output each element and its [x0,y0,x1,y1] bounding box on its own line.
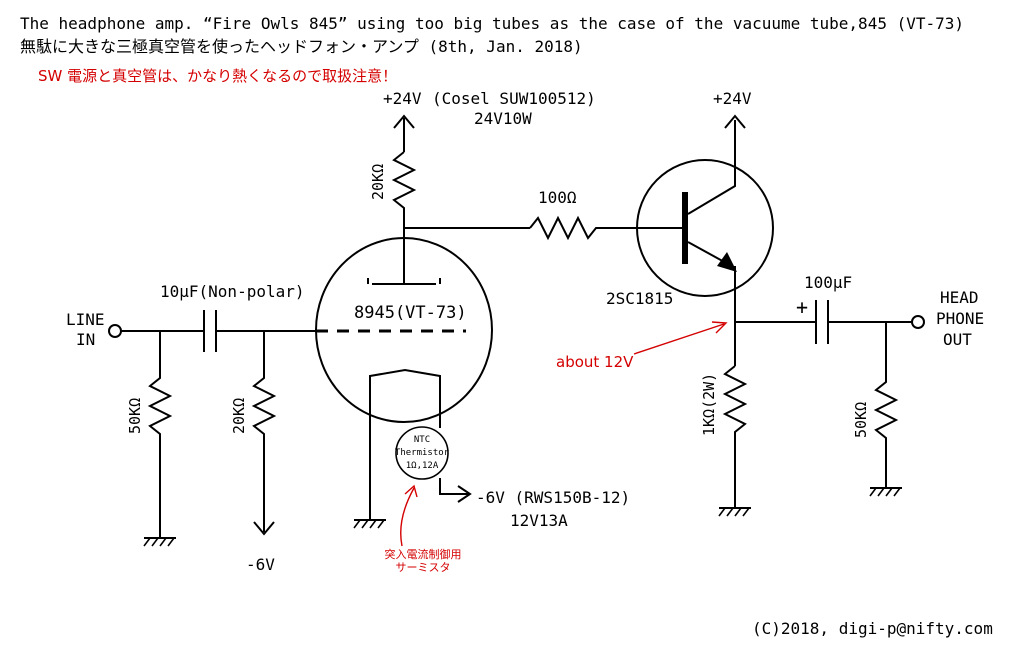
label-out-3: OUT [943,330,972,349]
inrush-arrow [400,484,418,547]
ground-filament [353,519,386,529]
label-inrush-2: サーミスタ [396,561,451,574]
label-r-emitter: 1KΩ(2W) [700,373,718,436]
resistor-in1 [147,331,173,538]
label-ntc-1: NTC [414,435,430,445]
label-out-1: HEAD [940,288,979,307]
title-ja: 無駄に大きな三極真空管を使ったヘッドフォン・アンプ (8th, Jan. 201… [20,37,583,56]
ground-emitter [718,507,751,517]
wire-minus6-ps [439,478,470,495]
copyright: (C)2018, digi-p@nifty.com [752,619,993,638]
label-line-in-2: IN [76,330,95,349]
label-ps-rating: 12V13A [510,511,568,530]
supply-arrow-left [393,114,415,152]
line-in-terminal [108,324,122,338]
label-cap-plus: + [796,295,808,319]
label-r-in2: 20KΩ [230,398,248,434]
label-ntc-2: Thermistor [395,448,450,458]
title-en: The headphone amp. “Fire Owls 845” using… [20,14,964,33]
label-cosel-rating: 24V10W [474,109,532,128]
label-out-2: PHONE [936,309,984,328]
label-transistor: 2SC1815 [606,289,673,308]
resistor-in2 [251,331,277,532]
transistor-envelope [636,159,774,297]
about12v-arrow-line [633,323,725,355]
resistor-base [529,215,640,241]
warning-text: SW 電源と真空管は、かなり熱くなるので取扱注意！ [38,67,397,85]
label-cap-in: 10μF(Non-polar) [160,282,305,301]
ground-in1 [143,537,176,547]
resistor-emitter [722,365,748,508]
arrow-minus6-ps [457,485,472,503]
label-cap-out: 100μF [804,273,852,292]
label-plus24-right: +24V [713,89,752,108]
resistor-out [873,322,899,488]
headphone-out-terminal [911,315,925,329]
transistor-emitter-arrow [717,252,737,272]
label-line-in-1: LINE [66,310,105,329]
resistor-plate [391,151,417,228]
transistor-collector [687,120,736,215]
label-plus24-left: +24V [383,89,422,108]
label-inrush-1: 突入電流制御用 [385,547,462,561]
arrow-minus6-left [253,521,275,536]
label-about12v: about 12V [556,353,634,371]
label-r-base: 100Ω [538,188,577,207]
supply-arrow-right [724,114,746,129]
label-cosel: (Cosel SUW100512) [432,89,596,108]
label-ntc-3: 1Ω,12A [406,461,439,471]
label-minus6-ps: -6V (RWS150B-12) [476,488,630,507]
label-minus6-left: -6V [246,555,275,574]
label-r-out: 50KΩ [852,402,870,438]
about12v-arrow-head [711,321,728,334]
label-tube: 8945(VT-73) [354,303,467,323]
ntc-thermistor [395,426,449,480]
ground-out [869,487,902,497]
tube-filament [369,368,441,410]
label-r-in1: 50KΩ [126,398,144,434]
label-r-plate: 20KΩ [369,164,387,200]
